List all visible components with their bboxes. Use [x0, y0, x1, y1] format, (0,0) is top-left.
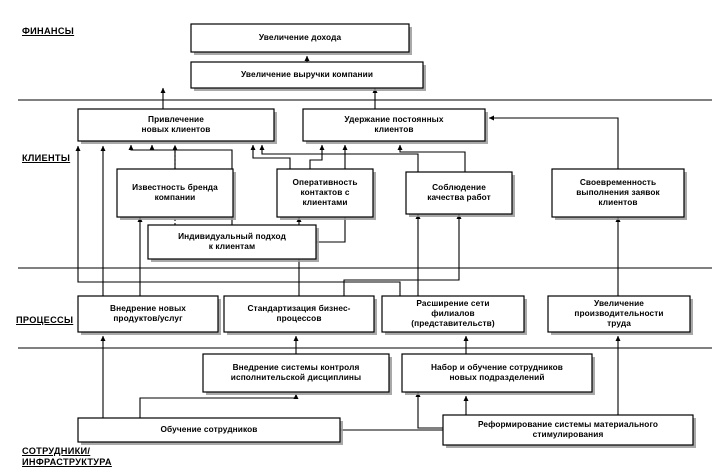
node-label: к клиентам	[209, 241, 256, 251]
node-label: Увеличение выручки компании	[241, 69, 373, 79]
link-timely-to-retain	[488, 115, 619, 169]
node-box[interactable]	[442, 414, 694, 446]
node-label: Соблюдение	[432, 182, 486, 192]
node-material-incentives[interactable]: Реформирование системы материальногостим…	[442, 414, 696, 448]
node-revenue-growth[interactable]: Увеличение дохода	[190, 23, 412, 55]
node-box[interactable]	[551, 168, 685, 218]
node-label: клиентов	[374, 124, 413, 134]
node-label: стимулирования	[533, 429, 604, 439]
node-standardize-processes[interactable]: Стандартизация бизнес-процессов	[223, 295, 377, 335]
node-label: продуктов/услуг	[113, 313, 183, 323]
node-label: Обучение сотрудников	[160, 424, 257, 434]
node-box[interactable]	[276, 168, 374, 218]
node-label: выполнения заявок	[576, 187, 660, 197]
node-label: контактов с	[300, 187, 349, 197]
node-box[interactable]	[77, 417, 341, 443]
perspective-dividers	[18, 99, 712, 349]
node-box[interactable]	[302, 108, 486, 142]
node-label: Расширение сети	[416, 298, 489, 308]
node-branch-network[interactable]: Расширение сетифилиалов(представительств…	[381, 295, 527, 335]
node-label: Увеличение	[594, 298, 644, 308]
node-label: Удержание постоянных	[344, 114, 443, 124]
node-label: (представительств)	[411, 318, 495, 328]
node-box[interactable]	[77, 295, 219, 333]
node-box[interactable]	[401, 353, 593, 393]
link-quality-to-attract	[259, 144, 419, 172]
node-label: Оперативность	[292, 177, 357, 187]
link-training-to-discipline	[139, 393, 299, 418]
node-box[interactable]	[77, 108, 275, 142]
node-box[interactable]	[190, 23, 410, 53]
perspective-label-clients: КЛИЕНТЫ	[22, 153, 71, 163]
node-label: Увеличение дохода	[259, 32, 342, 42]
node-staff-training[interactable]: Обучение сотрудников	[77, 417, 343, 445]
node-label: Реформирование системы материального	[478, 419, 658, 429]
node-box[interactable]	[147, 224, 317, 260]
node-company-revenue[interactable]: Увеличение выручки компании	[190, 61, 426, 91]
node-label: качества работ	[427, 192, 491, 202]
perspective-label-staff: СОТРУДНИКИ/ ИНФРАСТРУКТУРА	[22, 446, 112, 467]
node-label: процессов	[276, 313, 321, 323]
node-label: клиентов	[598, 197, 637, 207]
node-label: новых клиентов	[142, 124, 211, 134]
node-label: компании	[155, 192, 196, 202]
node-label: Своевременность	[580, 177, 656, 187]
node-box[interactable]	[223, 295, 375, 333]
node-label: производительности	[574, 308, 663, 318]
node-label: Внедрение новых	[110, 303, 186, 313]
node-label: Стандартизация бизнес-	[247, 303, 350, 313]
node-label: филиалов	[431, 308, 474, 318]
node-box[interactable]	[381, 295, 525, 333]
perspective-label-finance: ФИНАНСЫ	[22, 26, 75, 36]
node-discipline-control[interactable]: Внедрение системы контроляисполнительско…	[202, 353, 392, 395]
node-label: Набор и обучение сотрудников	[431, 362, 563, 372]
node-box[interactable]	[405, 171, 513, 215]
node-box[interactable]	[116, 168, 234, 218]
link-branch-to-attract-route	[75, 145, 401, 296]
link-brand-to-attract	[128, 144, 176, 169]
link-standardize-to-quality	[343, 213, 462, 296]
link-incentives-to-hire	[415, 391, 443, 429]
link-quality-to-retain	[397, 144, 466, 172]
node-label: труда	[607, 318, 631, 328]
link-prompt-to-retain	[309, 144, 325, 169]
node-label: новых подразделений	[449, 372, 544, 382]
node-label: Привлечение	[148, 114, 204, 124]
node-label: Индивидуальный подход	[178, 231, 287, 241]
perspective-label-processes: ПРОЦЕССЫ	[16, 315, 74, 325]
node-label: исполнительской дисциплины	[231, 372, 361, 382]
node-box[interactable]	[202, 353, 390, 393]
link-prompt-to-attract	[250, 144, 291, 169]
node-box[interactable]	[190, 61, 424, 89]
node-label: Известность бренда	[132, 182, 218, 192]
node-label: клиентами	[302, 197, 347, 207]
node-label: Внедрение системы контроля	[233, 362, 360, 372]
node-box[interactable]	[547, 295, 691, 333]
